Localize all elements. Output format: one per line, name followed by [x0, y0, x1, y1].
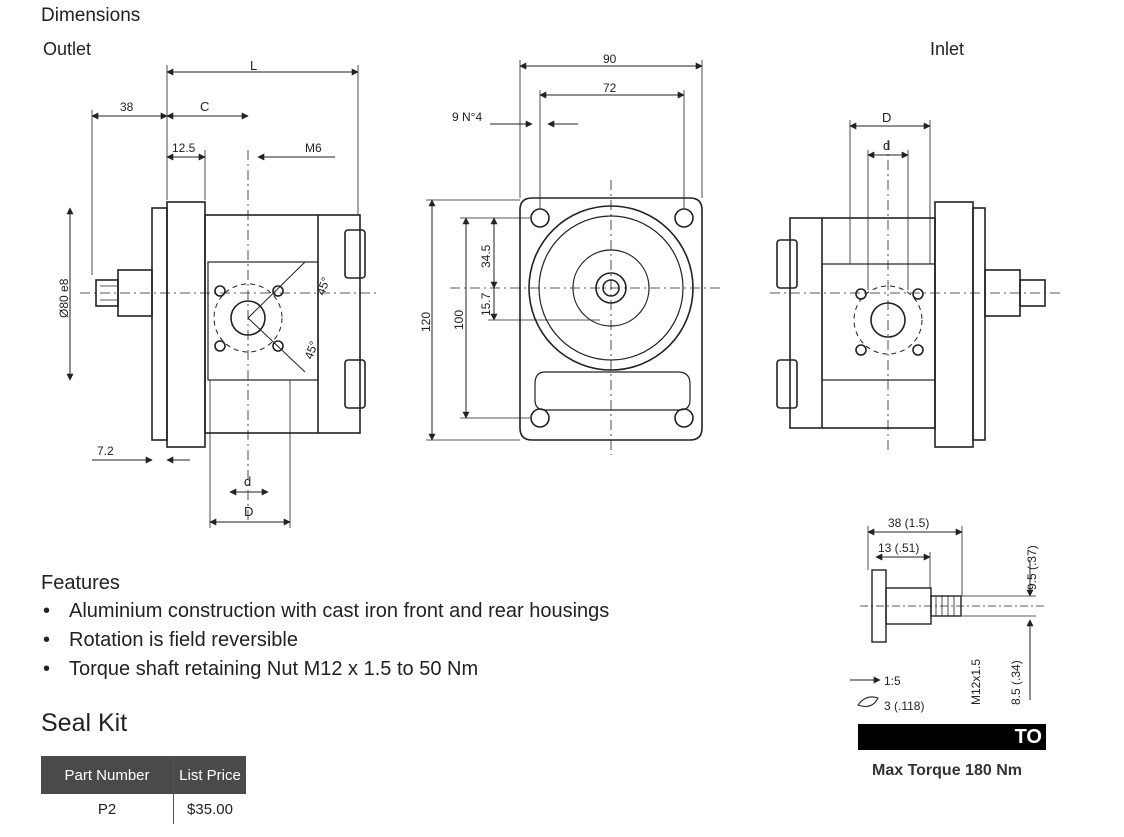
feature-item: • Rotation is field reversible	[41, 626, 609, 655]
feature-text: Torque shaft retaining Nut M12 x 1.5 to …	[69, 658, 479, 680]
cell-list-price: $35.00	[187, 800, 233, 818]
dim-C: C	[200, 99, 209, 114]
dim-38: 38	[120, 100, 134, 114]
feature-item: • Aluminium construction with cast iron f…	[41, 597, 609, 626]
dim-120: 120	[419, 312, 433, 332]
shaft-taper: 1:5	[884, 674, 901, 688]
shaft-dim-38: 38 (1.5)	[888, 516, 929, 530]
max-torque: Max Torque 180 Nm	[872, 762, 1022, 779]
dim-90: 90	[603, 52, 617, 66]
feature-text: Aluminium construction with cast iron fr…	[69, 600, 610, 622]
dim-inlet-D: D	[882, 110, 891, 125]
inlet-side-view	[770, 120, 1060, 450]
shaft-detail	[850, 526, 1045, 707]
inlet-label: Inlet	[930, 39, 965, 59]
outlet-side-view	[66, 65, 380, 528]
dim-angle-a: 45°	[314, 275, 333, 297]
header-part-number: Part Number	[41, 756, 174, 794]
dim-inlet-d: d	[883, 138, 890, 153]
seal-kit-title: Seal Kit	[41, 709, 128, 737]
dim-shaft-dia: Ø80 e8	[57, 278, 71, 318]
header-list-price: List Price	[173, 756, 246, 794]
dim-D: D	[244, 504, 253, 519]
seal-kit-table: Part Number List Price P2 $35.00	[41, 756, 246, 824]
features-title: Features	[41, 572, 120, 594]
dim-72: 72	[603, 81, 617, 95]
cell-part-number: P2	[41, 794, 174, 824]
dim-M6: M6	[305, 141, 322, 155]
shaft-dim-9-5: 9.5 (.37)	[1025, 545, 1039, 590]
dim-holes: 9 N°4	[452, 110, 482, 124]
dim-d: d	[244, 474, 251, 489]
bullet: •	[43, 600, 51, 622]
front-view	[426, 60, 720, 455]
dim-12-5: 12.5	[172, 141, 196, 155]
dimension-labels: L 38 C 12.5 M6 Ø80 e8 45° 45° 7.2 d D 90…	[57, 52, 1039, 713]
table-header-row: Part Number List Price	[41, 756, 246, 794]
shaft-code-bar: TO	[858, 724, 1046, 750]
shaft-dim-13: 13 (.51)	[878, 541, 919, 555]
feature-item: • Torque shaft retaining Nut M12 x 1.5 to…	[41, 655, 609, 684]
features-list: • Aluminium construction with cast iron f…	[41, 597, 609, 684]
bullet: •	[43, 658, 51, 680]
dim-angle-b: 45°	[302, 339, 321, 361]
dim-7-2: 7.2	[97, 444, 114, 458]
feature-text: Rotation is field reversible	[69, 629, 298, 651]
shaft-dim-8-5: 8.5 (.34)	[1009, 660, 1023, 705]
shaft-code: TO	[1014, 726, 1042, 748]
dim-L: L	[250, 58, 257, 73]
dim-15-7: 15.7	[479, 292, 493, 316]
dim-34-5: 34.5	[479, 244, 493, 268]
shaft-thread: M12x1.5	[969, 659, 983, 705]
shaft-key: 3 (.118)	[884, 699, 924, 713]
dim-100: 100	[452, 310, 466, 330]
bullet: •	[43, 629, 51, 651]
outlet-label: Outlet	[43, 39, 92, 59]
table-row: P2 $35.00	[41, 794, 246, 824]
page-title: Dimensions	[41, 5, 141, 26]
features-section: Features • Aluminium construction with ca…	[41, 572, 609, 684]
